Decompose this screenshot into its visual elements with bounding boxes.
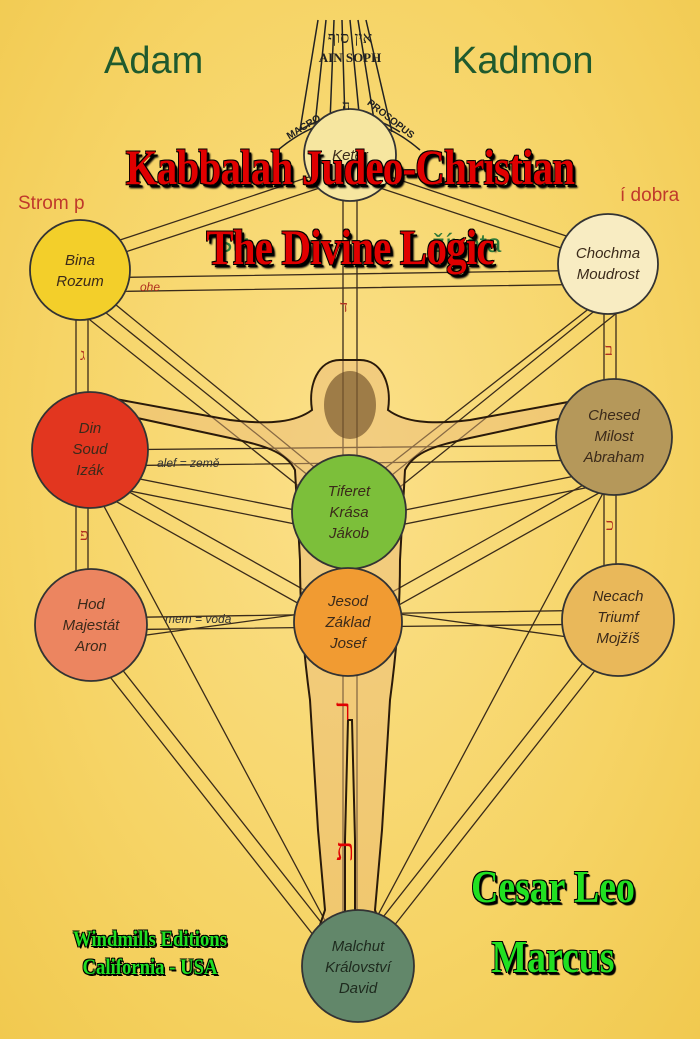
sefira-keter-label: Keter — [310, 145, 390, 166]
letter-mark-large: ת — [336, 833, 354, 868]
sefira-line: Soud — [72, 441, 108, 458]
crown-label: AIN SOPH — [318, 50, 382, 65]
sefira-din — [31, 391, 149, 509]
sefira-line: Království — [325, 959, 391, 976]
sefira-necach — [561, 563, 675, 677]
sefira-line: Jákob — [328, 525, 370, 542]
letter-mark: ג — [80, 345, 85, 364]
sefira-jesod-label: Jesod Základ Josef — [303, 591, 393, 654]
sefira-jesod — [293, 567, 403, 677]
sefira-line: Izák — [76, 462, 104, 479]
left-tree-label: Strom p — [18, 193, 85, 214]
sefira-bina — [29, 219, 131, 321]
sefira-line: Hod — [77, 596, 105, 613]
sefira-chochma — [557, 213, 659, 315]
sefira-necach-label: Necach Triumf Mojžíš — [573, 586, 663, 649]
sefira-line: Mojžíš — [596, 630, 640, 647]
header-kadmon: Kadmon — [452, 40, 594, 82]
middle-tree-label: Str — [215, 228, 249, 258]
sefira-line: Moudrost — [576, 266, 640, 283]
sefira-line: Jesod — [327, 593, 369, 610]
letter-mark: ב — [605, 340, 613, 359]
sefira-line: Triumf — [597, 609, 639, 626]
hebrew-letter-marks: ד ג ב פ כ ר ת — [80, 297, 614, 868]
sefira-keter — [303, 108, 397, 202]
sefira-line: Bina — [64, 252, 96, 269]
crown-letter: ה — [342, 98, 351, 114]
sefira-tiferet-label: Tiferet Krása Jákob — [304, 481, 394, 544]
sefira-line: Din — [78, 420, 102, 437]
sefira-line: Chochma — [575, 245, 641, 262]
sefira-chochma-label: Chochma Moudrost — [558, 243, 658, 285]
sefira-line: Chesed — [588, 407, 640, 424]
sefira-line: David — [338, 980, 378, 997]
sefira-line: Abraham — [583, 449, 645, 466]
sefira-line: Necach — [592, 588, 644, 605]
sefira-line: Malchut — [331, 938, 385, 955]
sefira-line: Keter — [332, 147, 368, 164]
sefira-bina-label: Bina Rozum — [40, 250, 120, 292]
path-label-mem: mem = voda — [165, 612, 232, 626]
author-line-2: Marcus — [491, 931, 615, 982]
fire-label: ohe — [140, 280, 161, 294]
sefira-line: Krása — [329, 504, 369, 521]
sefira-line: Majestát — [62, 617, 120, 634]
sefirot-circles — [29, 108, 675, 1023]
sefira-malchut-label: Malchut Království David — [308, 936, 408, 999]
crown-hebrew: אין סוף — [327, 28, 373, 47]
sefira-line: Aron — [75, 638, 107, 655]
sefira-line: Rozum — [56, 273, 104, 290]
sefira-malchut — [301, 909, 415, 1023]
publisher-name: Windmills Editions — [72, 926, 227, 951]
header-adam: Adam — [104, 40, 204, 82]
title-line-2: The Divine Logic — [206, 219, 494, 275]
right-tree-label: í dobra — [620, 185, 680, 206]
letter-mark: ד — [340, 297, 348, 316]
letter-mark: פ — [80, 525, 88, 544]
sefira-hod-label: Hod Majestát Aron — [46, 594, 136, 657]
middle-tree-label-end: žívota — [432, 228, 502, 258]
letter-mark: כ — [606, 515, 614, 534]
title-line-1: Kabbalah Judeo-Christian — [125, 139, 575, 195]
sefira-line: Základ — [325, 614, 371, 631]
sefira-din-label: Din Soud Izák — [45, 418, 135, 481]
author-line-1: Cesar Leo — [471, 861, 635, 912]
path-label-alef: alef = země — [157, 456, 220, 470]
sefira-line: Tiferet — [327, 483, 371, 500]
sefira-hod — [34, 568, 148, 682]
sefira-chesed-label: Chesed Milost Abraham — [564, 405, 664, 468]
publisher-location: California - USA — [82, 954, 218, 979]
sefira-chesed — [555, 378, 673, 496]
sefira-line: Milost — [594, 428, 634, 445]
sefira-line: Josef — [330, 635, 366, 652]
publisher: Windmills Editions California - USA — [57, 925, 244, 981]
letter-mark-large: ר — [336, 693, 351, 728]
